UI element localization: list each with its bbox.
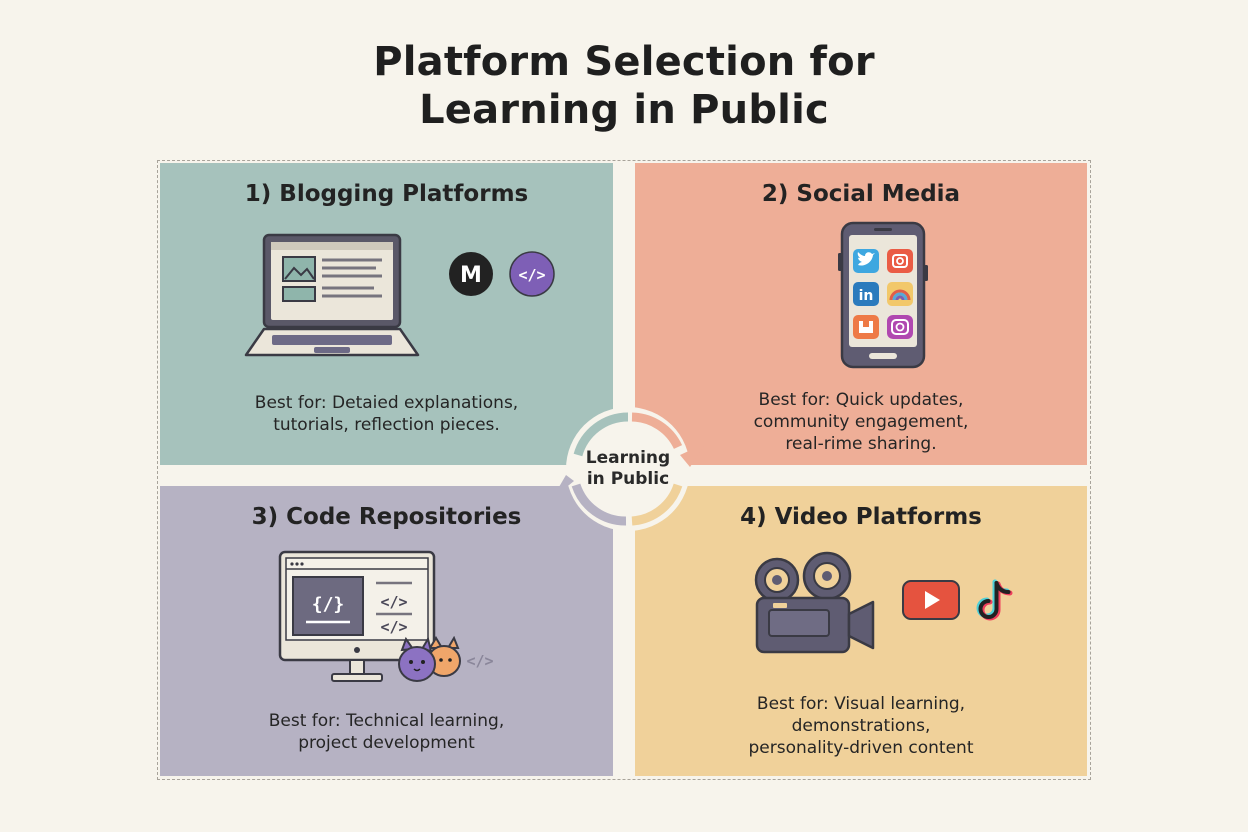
quadrant-video-platforms: 4) Video Platforms Best for: Visual lear… [635,486,1087,776]
desc-line: personality-driven content [748,738,974,758]
cat-mascot-icon: </> [398,636,494,682]
desc-line: project development [298,733,475,753]
tiktok-icon [976,579,1013,621]
quadrant-description: Best for: Quick updates, community engag… [635,389,1087,455]
desc-line: Best for: Detaied explanations, [254,393,519,413]
arrow-head-icon [680,443,704,467]
code-tag-text: </> [518,266,545,284]
smartphone-icon: in [838,221,928,369]
instagram-icon [887,249,913,273]
quadrant-title: 3) Code Repositories [251,504,522,530]
cycle-arc-salmon [631,412,683,450]
medium-logo-icon: M [449,252,493,296]
desc-line: community engagement, [753,412,969,432]
arrow-head-icon [552,475,574,499]
desc-line: Best for: Quick updates, [758,390,964,410]
center-label-line: in Public [586,469,670,489]
code-tag-icon: </> [466,652,493,670]
quadrant-title: 2) Social Media [761,181,961,207]
quadrant-description: Best for: Technical learning, project de… [160,710,613,754]
center-label: Learning in Public [560,448,696,490]
medium-logo-text: M [460,263,482,288]
svg-text:</>: </> [380,593,407,611]
cycle-arc-lavender [571,483,627,526]
quadrant-title: 4) Video Platforms [740,504,982,530]
youtube-icon [902,580,960,620]
code-tag-icon: </> [509,251,555,297]
quadrant-description: Best for: Detaied explanations, tutorial… [160,392,613,436]
quadrant-social-media: 2) Social Media in Best for: Quick updat… [635,163,1087,465]
svg-text:in: in [859,288,874,304]
quadrant-code-repositories: 3) Code Repositories {/} </> </> </> Bes… [160,486,613,776]
code-braces-text: {/} [312,594,345,615]
quadrant-description: Best for: Visual learning, demonstration… [635,693,1087,759]
cycle-arc-teal [573,412,629,457]
title-line-1: Platform Selection for [373,39,875,85]
laptop-icon [244,233,420,357]
title-line-2: Learning in Public [419,87,829,133]
diagram-frame [157,160,1091,780]
linkedin-icon [853,282,879,306]
quadrant-title: 1) Blogging Platforms [244,181,529,207]
center-label-line: Learning [585,448,671,468]
center-cycle [552,407,704,531]
desc-line: tutorials, reflection pieces. [273,415,500,435]
monitor-icon: {/} </> </> [278,550,436,682]
svg-text:</>: </> [380,618,407,636]
quadrant-blogging: 1) Blogging Platforms M </> Best for: De… [160,163,613,465]
desc-line: real-rime sharing. [785,434,937,454]
video-camera-icon [754,551,875,654]
page-title: Platform Selection for Learning in Publi… [0,38,1248,134]
desc-line: Best for: Technical learning, [268,711,505,731]
cycle-arc-yellow [631,483,683,526]
desc-line: demonstrations, [791,716,931,736]
desc-line: Best for: Visual learning, [756,694,966,714]
